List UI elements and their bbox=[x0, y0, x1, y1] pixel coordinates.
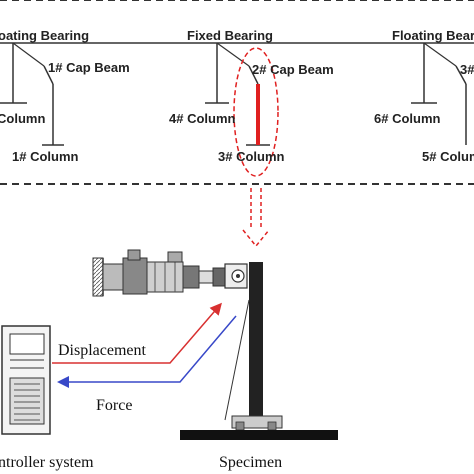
dashed-down-arrow bbox=[242, 188, 270, 248]
specimen-caption: Specimen bbox=[219, 454, 282, 471]
column-1-label: 1# Column bbox=[12, 149, 79, 164]
controller-cabinet bbox=[1, 325, 51, 435]
controller-caption: ntroller system bbox=[0, 454, 94, 471]
cap-beam-3-label: 3# bbox=[460, 62, 474, 77]
cap-beam-2-label: 2# Cap Beam bbox=[252, 62, 334, 77]
column-4-label: 4# Column bbox=[169, 111, 236, 126]
fixed-bearing-label: Fixed Bearing bbox=[187, 28, 273, 43]
specimen-column bbox=[180, 262, 338, 440]
right-bent bbox=[411, 42, 467, 145]
left-bearing-label: oating Bearing bbox=[0, 28, 89, 43]
force-label: Force bbox=[96, 397, 132, 414]
hydraulic-actuator bbox=[102, 249, 248, 295]
right-bearing-label: Floating Bearing bbox=[392, 28, 474, 43]
highlight-ellipse bbox=[233, 47, 279, 177]
column-3-label: 3# Column bbox=[218, 149, 285, 164]
displacement-arrow bbox=[52, 302, 222, 364]
cap-beam-1-label: 1# Cap Beam bbox=[48, 60, 130, 75]
column-6-label: 6# Column bbox=[374, 111, 441, 126]
actuator-wall-mount bbox=[92, 257, 104, 297]
column-2-label: Column bbox=[0, 111, 45, 126]
left-bent bbox=[0, 42, 64, 146]
force-arrow bbox=[57, 315, 237, 388]
middle-bent bbox=[205, 42, 270, 146]
column-5-label: 5# Colum bbox=[422, 149, 474, 164]
displacement-label: Displacement bbox=[58, 342, 147, 359]
